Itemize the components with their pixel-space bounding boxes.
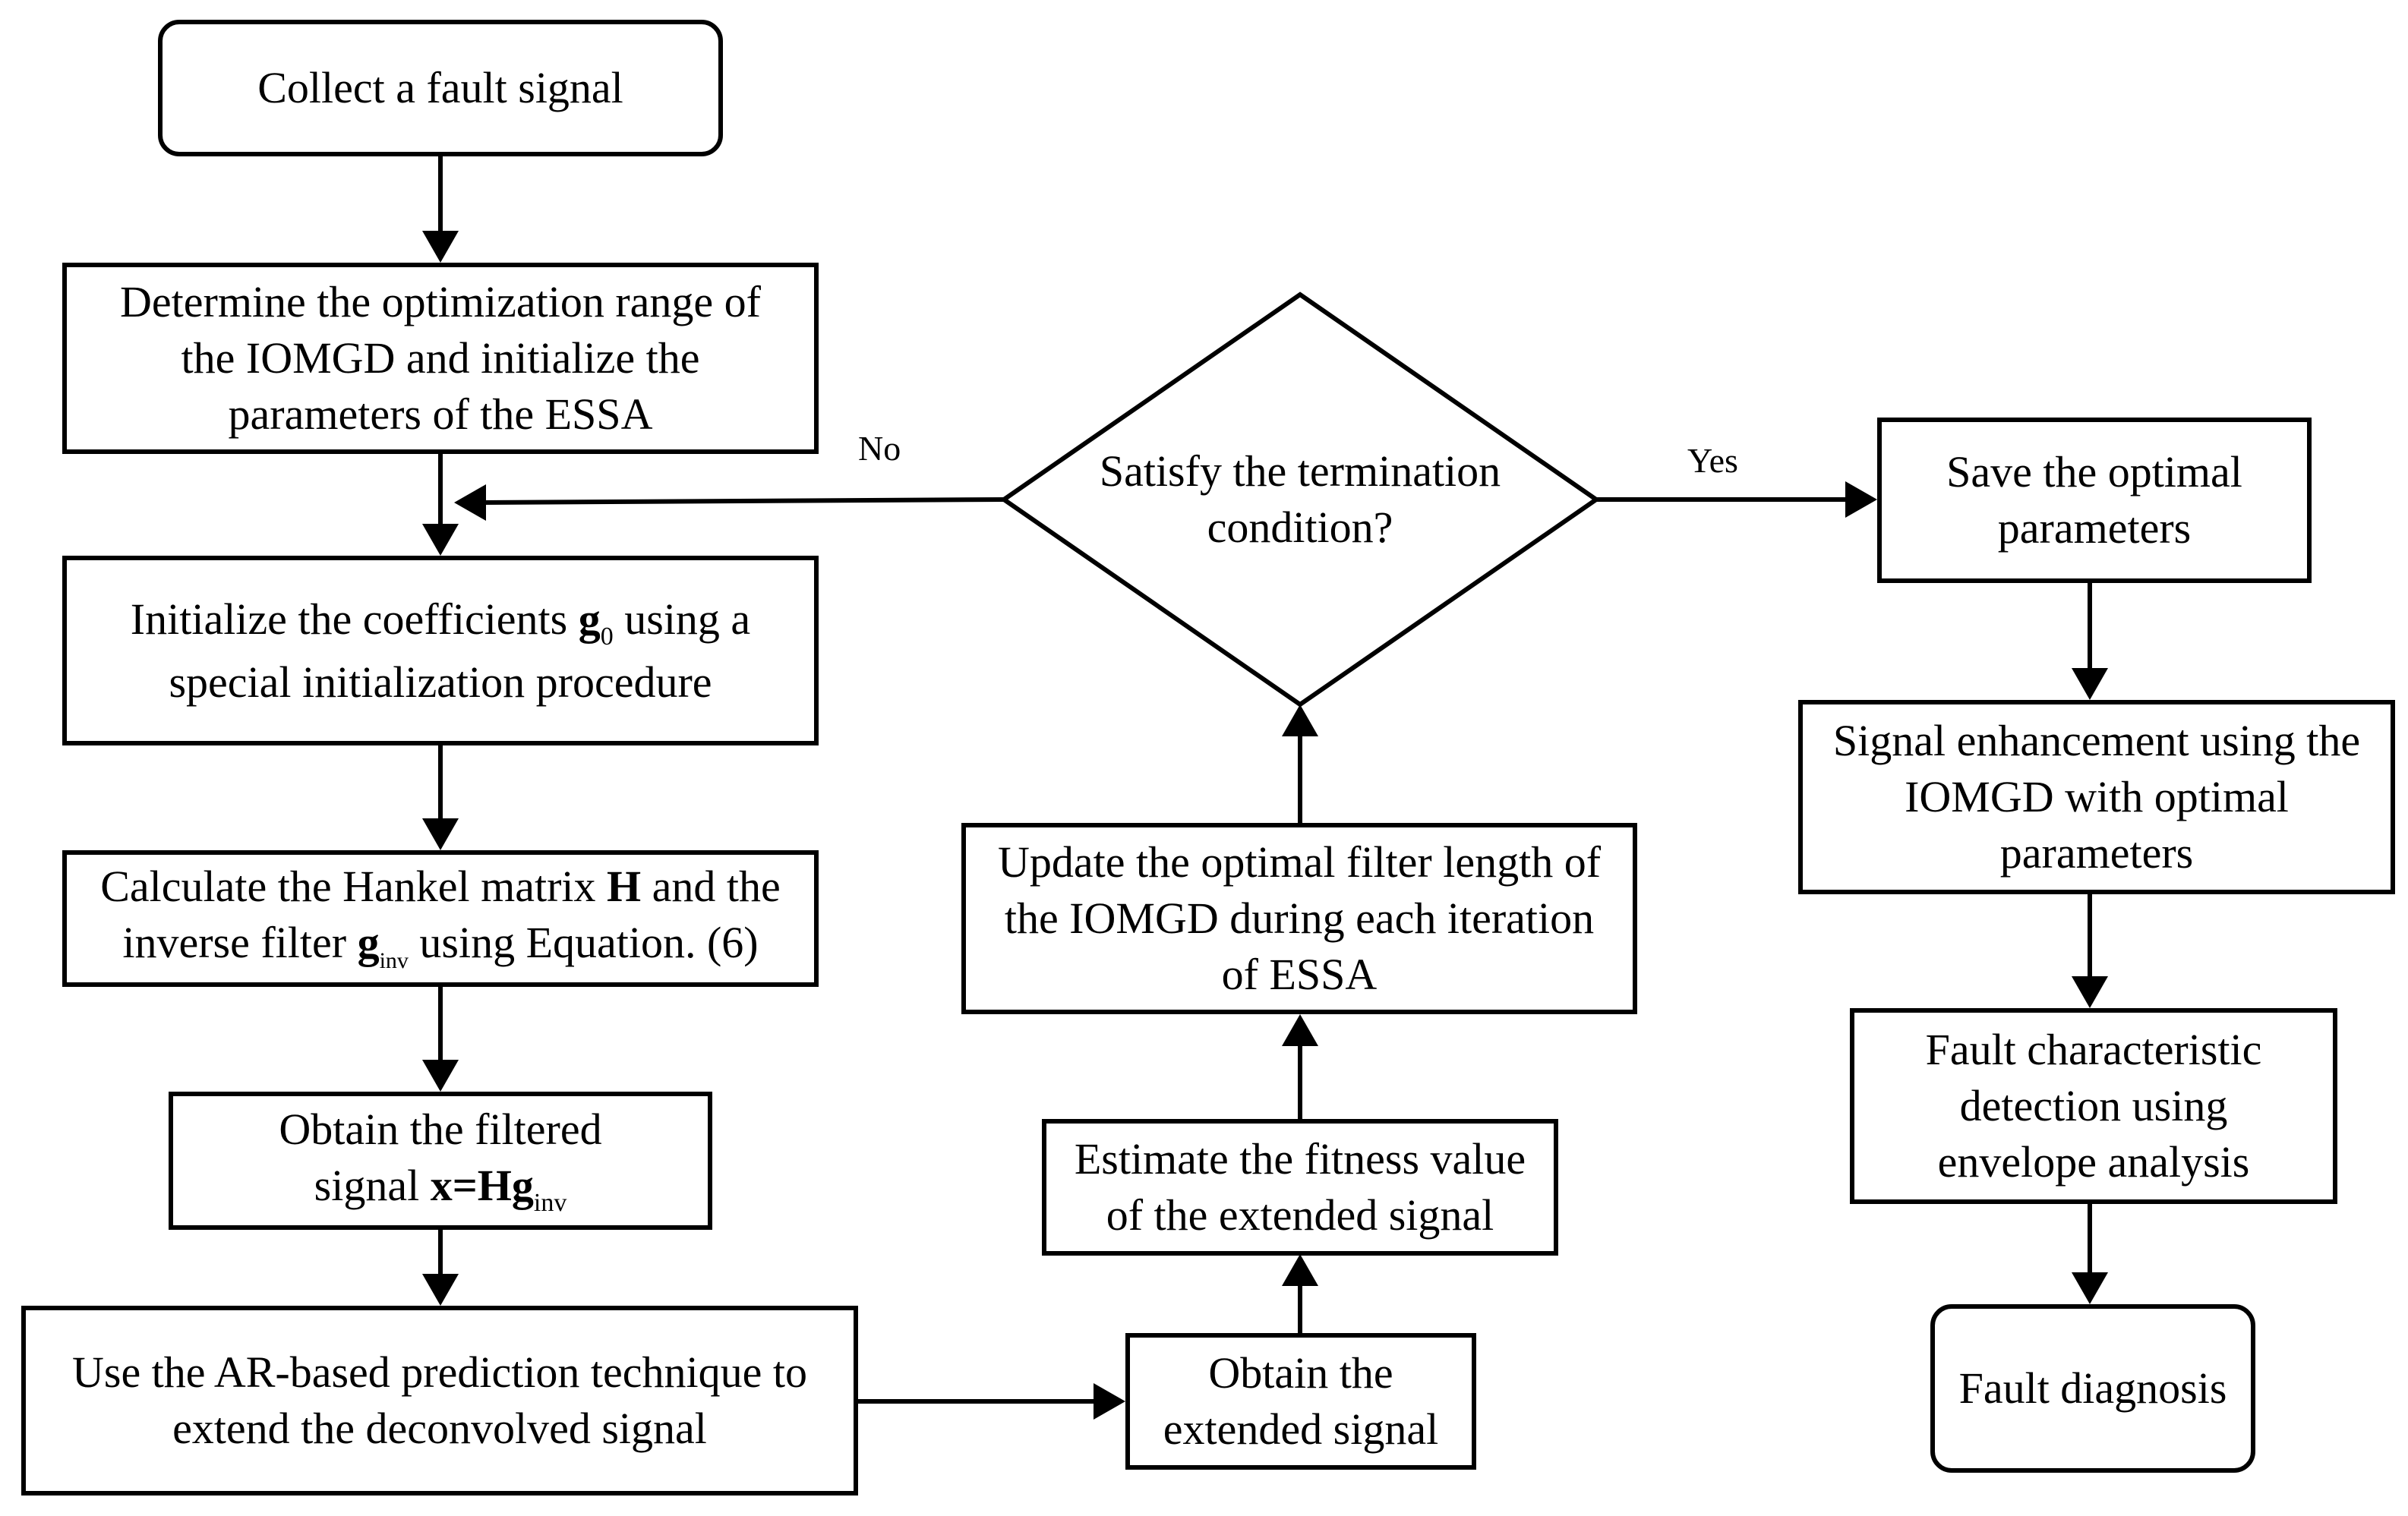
- arrowhead: [422, 1274, 459, 1306]
- node-text: Calculate the Hankel matrix: [100, 862, 607, 911]
- node-text: extend the deconvolved signal: [172, 1404, 707, 1453]
- node-text: IOMGD with optimal: [1905, 772, 2289, 821]
- node-text-line: inverse filter ginv using Equation. (6): [122, 915, 758, 979]
- node-text: using a: [613, 594, 751, 644]
- node-text: of the extended signal: [1106, 1190, 1494, 1240]
- node-text: Update the optimal filter length of: [997, 837, 1602, 887]
- symbol-g: g: [578, 594, 601, 644]
- node-text: Use the AR-based prediction technique to: [71, 1347, 808, 1397]
- extended-signal-box: Obtain the extended signal: [1125, 1333, 1476, 1470]
- node-text: the IOMGD and initialize the: [181, 333, 700, 383]
- arrowhead: [454, 484, 486, 521]
- arrowhead: [2072, 1272, 2108, 1304]
- initialize-coefficients-box: Initialize the coefficients g0 using a s…: [62, 556, 819, 745]
- arrowhead: [2072, 976, 2108, 1008]
- fault-detection-box: Fault characteristic detection using env…: [1850, 1008, 2337, 1204]
- subscript: inv: [379, 948, 409, 973]
- arrowhead: [422, 231, 459, 263]
- arrowhead: [2072, 668, 2108, 700]
- node-text: inverse filter: [122, 918, 358, 967]
- node-text: the IOMGD during each iteration: [1004, 894, 1595, 943]
- subscript: 0: [600, 622, 614, 651]
- signal-enhancement-box: Signal enhancement using the IOMGD with …: [1798, 700, 2395, 894]
- node-text: parameters of the ESSA: [228, 389, 653, 439]
- node-text: Obtain the: [1208, 1348, 1393, 1398]
- ar-prediction-box: Use the AR-based prediction technique to…: [21, 1306, 858, 1496]
- symbol-g: g: [357, 918, 380, 967]
- node-text: Estimate the fitness value: [1074, 1134, 1526, 1183]
- arrowhead: [1094, 1383, 1125, 1420]
- node-text: Fault diagnosis: [1958, 1363, 2227, 1413]
- node-text: and the: [641, 862, 781, 911]
- node-text: Fault characteristic: [1925, 1025, 2262, 1074]
- hankel-matrix-box: Calculate the Hankel matrix H and the in…: [62, 850, 819, 987]
- node-text: detection using: [1959, 1081, 2228, 1130]
- determine-optimization-box: Determine the optimization range of the …: [62, 263, 819, 454]
- update-filter-length-box: Update the optimal filter length of the …: [961, 823, 1637, 1014]
- node-text: parameters: [1997, 503, 2192, 553]
- collect-fault-signal-box: Collect a fault signal: [158, 20, 723, 156]
- arrowhead: [1845, 481, 1877, 518]
- node-text: envelope analysis: [1937, 1137, 2250, 1187]
- fault-diagnosis-box: Fault diagnosis: [1930, 1304, 2255, 1473]
- node-text: Determine the optimization range of: [120, 277, 761, 326]
- node-text: special initialization procedure: [169, 657, 712, 707]
- filtered-signal-box: Obtain the filtered signal x=Hginv: [169, 1092, 712, 1230]
- node-text: using Equation. (6): [408, 918, 759, 967]
- node-text: Initialize the coefficients: [130, 594, 579, 644]
- formula: x=Hg: [430, 1160, 534, 1210]
- arrow-decision-no: [478, 497, 1006, 505]
- node-text: Save the optimal: [1946, 447, 2242, 496]
- arrowhead: [422, 524, 459, 556]
- node-text: Obtain the filtered: [279, 1104, 602, 1154]
- node-text-line: signal x=Hginv: [314, 1158, 567, 1221]
- decision-diamond: [999, 292, 1601, 708]
- termination-condition-text: Satisfy the termination condition?: [1057, 439, 1543, 560]
- node-text: signal: [314, 1160, 431, 1210]
- node-text: condition?: [1207, 503, 1393, 552]
- node-text: Satisfy the termination: [1099, 446, 1501, 496]
- node-text: Collect a fault signal: [257, 63, 623, 112]
- no-label: No: [858, 429, 901, 468]
- arrowhead: [422, 818, 459, 850]
- node-text-line: Initialize the coefficients g0 using a: [131, 591, 750, 654]
- fitness-value-box: Estimate the fitness value of the extend…: [1042, 1119, 1558, 1256]
- node-text-line: Calculate the Hankel matrix H and the: [100, 859, 780, 915]
- node-text: parameters: [1999, 828, 2194, 878]
- node-text: extended signal: [1163, 1404, 1439, 1454]
- arrowhead: [422, 1060, 459, 1092]
- subscript: inv: [533, 1188, 567, 1217]
- symbol-H: H: [607, 862, 642, 911]
- arrowhead: [1282, 704, 1318, 736]
- arrowhead: [1282, 1254, 1318, 1286]
- node-text: of ESSA: [1221, 950, 1378, 999]
- yes-label: Yes: [1687, 441, 1738, 480]
- arrowhead: [1282, 1014, 1318, 1046]
- node-text: Signal enhancement using the: [1832, 716, 2361, 765]
- save-parameters-box: Save the optimal parameters: [1877, 418, 2312, 583]
